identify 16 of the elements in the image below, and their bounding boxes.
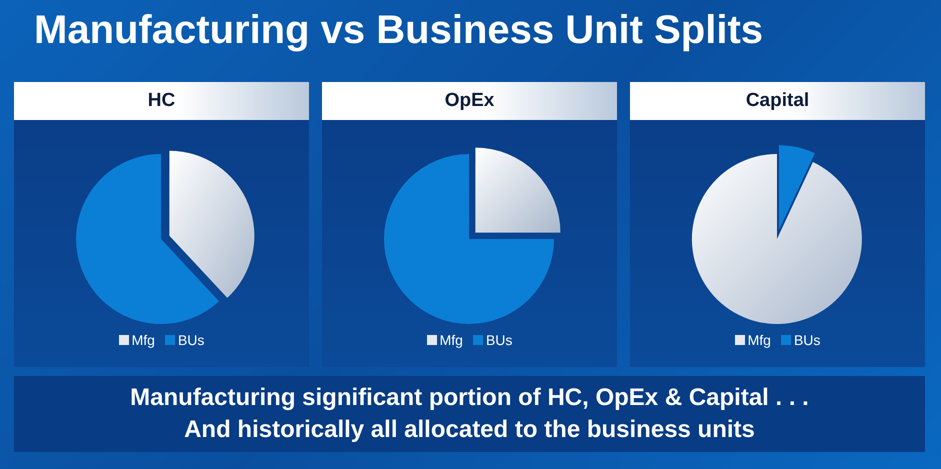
legend-label: Mfg bbox=[748, 332, 771, 348]
slide-title: Manufacturing vs Business Unit Splits bbox=[34, 8, 764, 53]
summary-text: And historically all allocated to the business units bbox=[184, 415, 755, 445]
legend-label: BUs bbox=[178, 332, 204, 348]
panel-header: HC bbox=[14, 82, 309, 120]
legend-label: Mfg bbox=[440, 332, 463, 348]
summary-banner bbox=[14, 376, 925, 452]
chart-panel bbox=[14, 82, 309, 367]
summary-text: Manufacturing significant portion of HC, OpEx & Capital . . . bbox=[130, 383, 809, 413]
legend-label: BUs bbox=[794, 332, 820, 348]
chart-panel bbox=[630, 82, 925, 367]
legend-label: Mfg bbox=[132, 332, 155, 348]
chart-panel bbox=[322, 82, 617, 367]
panel-header: OpEx bbox=[322, 82, 617, 120]
panel-header: Capital bbox=[630, 82, 925, 120]
legend-label: BUs bbox=[486, 332, 512, 348]
